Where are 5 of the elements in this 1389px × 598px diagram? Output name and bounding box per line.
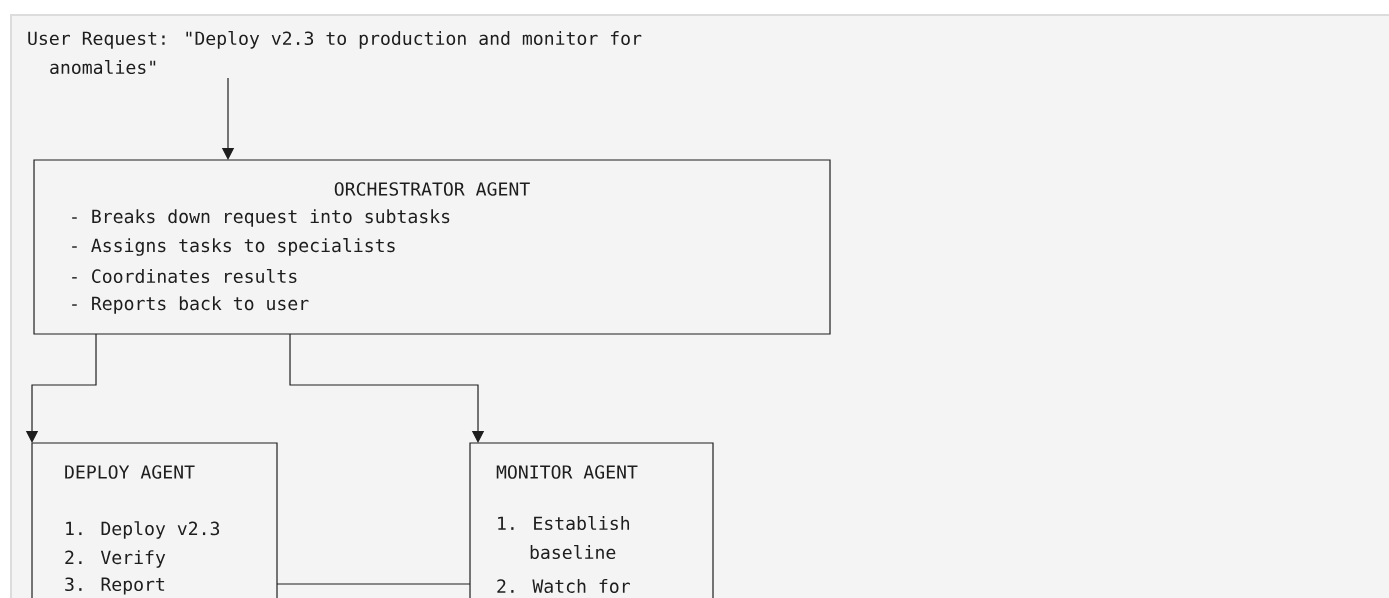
arrow bbox=[289, 333, 485, 443]
agent-box: MONITOR AGENT 1. Establish baseline 2. Watch for bbox=[469, 442, 714, 598]
agent-box: DEPLOY AGENT 1. Deploy v2.3 2. Verify 3. Report bbox=[31, 442, 278, 598]
agent-box: ORCHESTRATOR AGENT - Breaks down request into subtasks - Assigns tasks to specialists - Coordinates results - Reports back to user bbox=[33, 159, 831, 335]
request-text: User Request: "Deploy v2.3 to production and monitor for anomalies" bbox=[28, 31, 642, 75]
